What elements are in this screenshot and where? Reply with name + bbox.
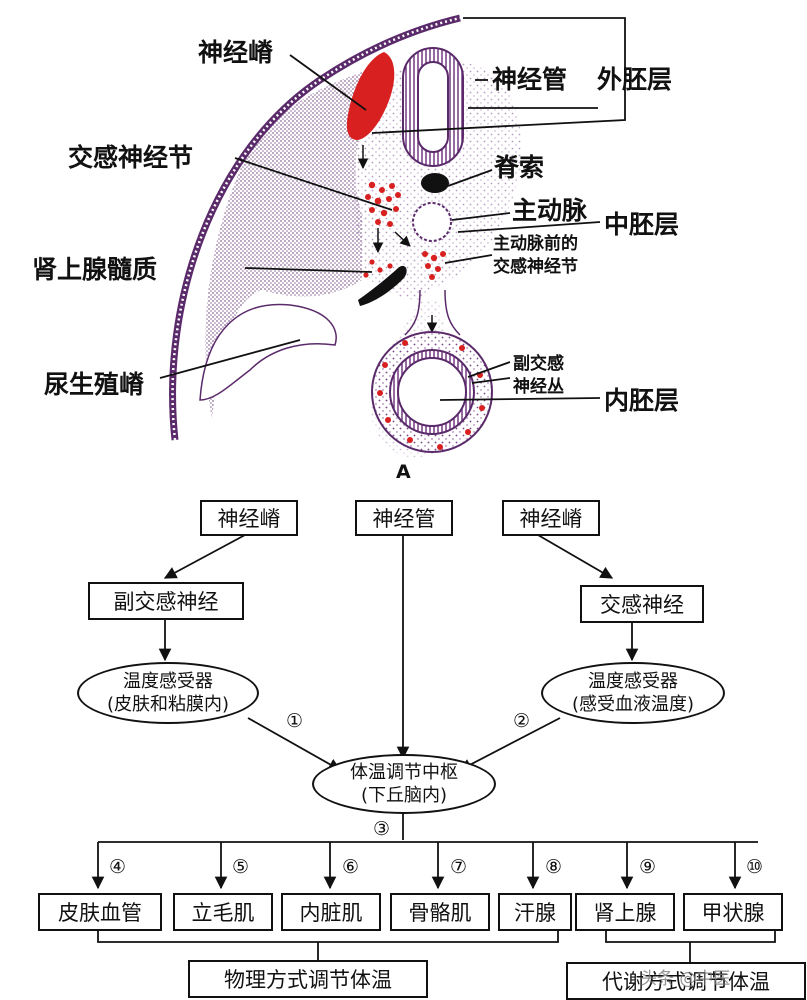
- effector-sweat-gland: 汗腺: [498, 893, 572, 931]
- node-parasympathetic: 副交感神经: [88, 582, 244, 620]
- effector-adrenal-gland: 肾上腺: [575, 893, 675, 931]
- node-physical-regulation: 物理方式调节体温: [188, 960, 428, 998]
- marker-8: ⑧: [545, 856, 563, 878]
- node-sympathetic: 交感神经: [580, 585, 704, 623]
- thermo-right-line2: (感受血液温度): [571, 694, 695, 715]
- embryo-section: [169, 14, 522, 458]
- effector-skeletal-muscle: 骨骼肌: [390, 893, 490, 931]
- label-preaortic-line2: 交感神经节: [493, 257, 578, 277]
- label-preaortic-ganglion: 主动脉前的 交感神经节: [493, 233, 578, 279]
- sympathetic-ganglion-cells: [365, 181, 401, 227]
- label-preaortic-line1: 主动脉前的: [493, 234, 578, 254]
- marker-4: ④: [109, 856, 127, 878]
- thermo-left-line2: (皮肤和粘膜内): [106, 694, 230, 715]
- label-urogenital-ridge: 尿生殖嵴: [44, 370, 145, 399]
- marker-10: ⑩: [746, 856, 764, 878]
- label-endoderm: 内胚层: [604, 386, 680, 415]
- effector-arrector-pili: 立毛肌: [173, 893, 273, 931]
- flowchart-connectors: [91, 530, 776, 962]
- ectoderm-band: [169, 14, 461, 441]
- marker-7: ⑦: [450, 856, 468, 878]
- marker-9: ⑨: [639, 856, 657, 878]
- watermark: 头条 @中医: [640, 969, 731, 989]
- node-thermoreceptor-blood: 温度感受器 (感受血液温度): [541, 662, 725, 724]
- node-thermoreceptor-skin: 温度感受器 (皮肤和粘膜内): [77, 662, 259, 724]
- center-line2: (下丘脑内): [360, 785, 448, 806]
- panel-label: A: [396, 461, 411, 483]
- label-sympathetic-ganglion: 交感神经节: [68, 143, 194, 172]
- effector-visceral-muscle: 内脏肌: [281, 893, 381, 931]
- effector-skin-vessels: 皮肤血管: [38, 893, 162, 931]
- thermo-left-line1: 温度感受器: [123, 671, 213, 692]
- label-notochord: 脊索: [494, 153, 545, 182]
- node-neural-crest-right: 神经嵴: [502, 500, 600, 536]
- notochord: [421, 173, 449, 193]
- thermo-right-line1: 温度感受器: [588, 671, 678, 692]
- marker-5: ⑤: [232, 856, 250, 878]
- marker-3: ③: [373, 818, 391, 840]
- marker-1: ①: [286, 710, 304, 732]
- parasympathetic-plexus-cells: [377, 340, 485, 450]
- node-neural-tube: 神经管: [355, 500, 453, 536]
- center-line1: 体温调节中枢: [350, 762, 458, 783]
- neural-crest-red: [346, 52, 395, 140]
- label-parasym-line1: 副交感: [513, 354, 564, 374]
- label-adrenal-medulla: 肾上腺髓质: [32, 255, 158, 284]
- effector-thyroid: 甲状腺: [683, 893, 783, 931]
- marker-2: ②: [513, 710, 531, 732]
- label-parasympathetic-plexus: 副交感 神经丛: [513, 353, 564, 399]
- adrenal-cortex-black: [358, 265, 407, 306]
- embryo-leader-lines: [159, 17, 626, 401]
- aorta: [412, 202, 452, 242]
- marker-6: ⑥: [342, 856, 360, 878]
- adrenal-medulla-cells: [363, 259, 393, 278]
- label-neural-tube: 神经管: [492, 65, 568, 94]
- label-neural-crest: 神经嵴: [198, 38, 274, 67]
- node-metabolic-regulation: 代谢方式调节体温: [566, 962, 806, 1000]
- label-parasym-line2: 神经丛: [513, 377, 564, 397]
- node-thermoregulation-center: 体温调节中枢 (下丘脑内): [312, 754, 496, 814]
- preaortic-ganglion-cells: [422, 251, 446, 280]
- label-aorta: 主动脉: [512, 196, 588, 225]
- urogenital-ridge: [199, 303, 337, 401]
- label-ectoderm: 外胚层: [597, 65, 673, 94]
- node-neural-crest-left: 神经嵴: [200, 500, 298, 536]
- label-mesoderm: 中胚层: [604, 210, 680, 239]
